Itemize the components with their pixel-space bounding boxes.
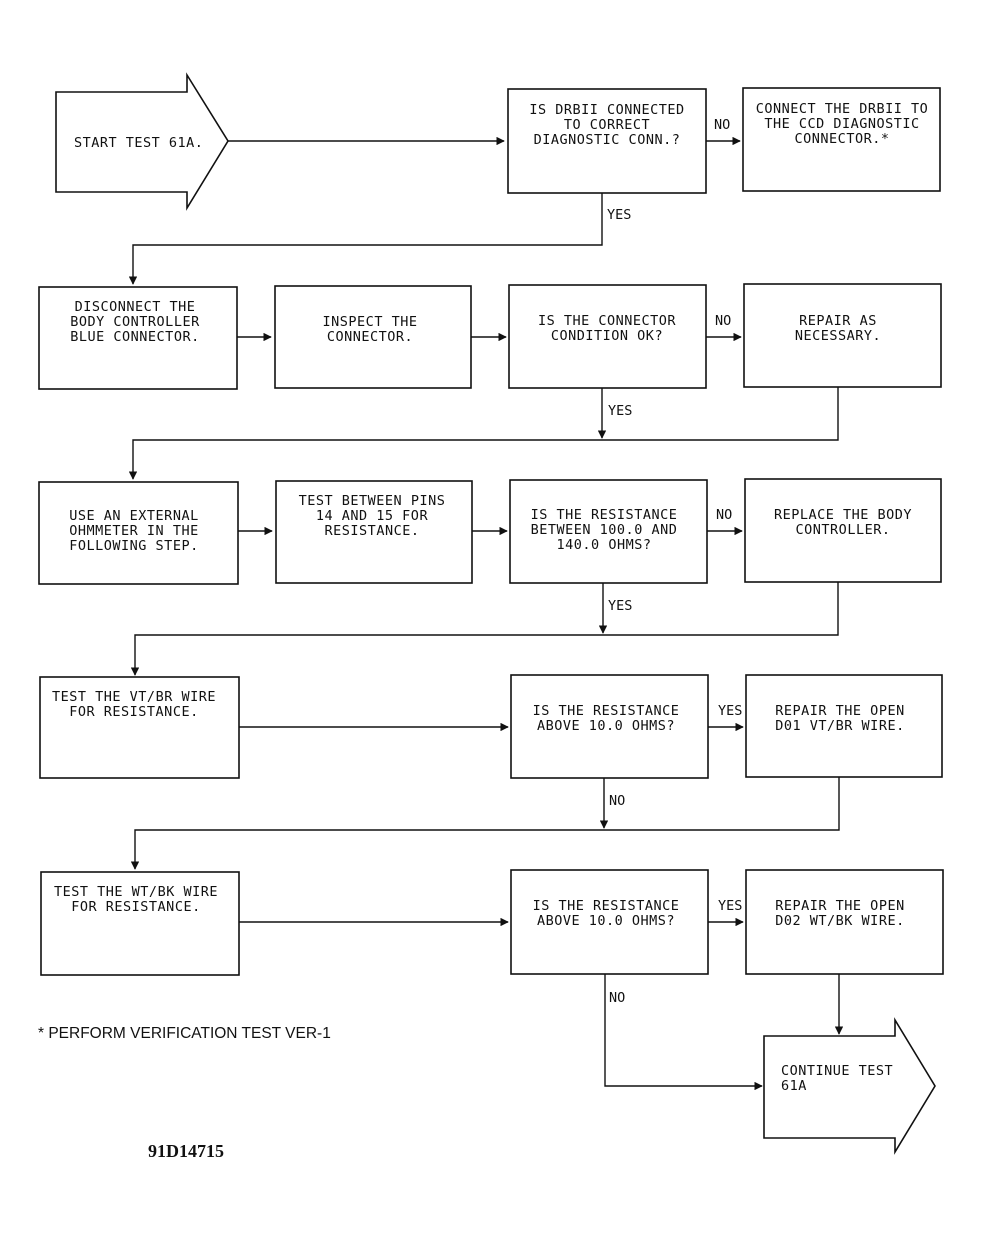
label-line: TEST THE VT/BR WIRE (52, 689, 216, 705)
footnote: * PERFORM VERIFICATION TEST VER-1 (38, 1025, 331, 1042)
label-line: BETWEEN 100.0 AND (531, 522, 678, 538)
box-disconnect (38, 286, 238, 390)
box-replace (744, 478, 942, 583)
label-yes-1: YES (607, 207, 631, 223)
label-line: OHMMETER IN THE (69, 523, 198, 539)
label-line: REPAIR THE OPEN (775, 703, 904, 719)
label-line: CONNECTOR. (327, 329, 413, 345)
label-line: D02 WT/BK WIRE. (775, 913, 904, 929)
label-line: DIAGNOSTIC CONN.? (534, 132, 681, 148)
box-q-drb (507, 88, 707, 194)
box-repair-d01 (745, 674, 943, 778)
box-q-cond (508, 284, 707, 389)
label-line: REPAIR THE OPEN (775, 898, 904, 914)
connectors (128, 136, 844, 1091)
label-line: FOR RESISTANCE. (69, 704, 198, 720)
label-line: REPAIR AS (799, 313, 877, 329)
figure-code: 91D14715 (148, 1141, 224, 1161)
label-yes-3: YES (608, 598, 632, 614)
label-line: IS THE RESISTANCE (531, 507, 678, 523)
box-connect-drb (742, 87, 941, 192)
label-line: TEST BETWEEN PINS (299, 493, 446, 509)
label-no-1: NO (714, 117, 730, 133)
label-line: ABOVE 10.0 OHMS? (537, 718, 675, 734)
label-line: CONNECT THE DRBII TO (756, 101, 929, 117)
box-q-res1 (509, 479, 708, 584)
edge-replace-return (130, 582, 839, 676)
label-line: TO CORRECT (564, 117, 650, 133)
label-yes-5: YES (718, 898, 742, 914)
label-line: 61A (781, 1078, 807, 1094)
label-line: CONNECTOR.* (795, 131, 890, 147)
label-line: IS THE RESISTANCE (533, 898, 680, 914)
label-no-4: NO (609, 793, 625, 809)
label-line: IS DRBII CONNECTED (529, 102, 684, 118)
label-no-2: NO (715, 313, 731, 329)
label-line: BODY CONTROLLER (70, 314, 200, 330)
edge-q-drb-yes (128, 193, 603, 285)
label-no-5: NO (609, 990, 625, 1006)
label-line: IS THE RESISTANCE (533, 703, 680, 719)
box-test-wt (40, 871, 240, 976)
box-q-res2 (510, 674, 709, 779)
box-q-res3 (510, 869, 709, 975)
box-repair (743, 283, 942, 388)
label-line: FOLLOWING STEP. (69, 538, 198, 554)
label-line: 14 AND 15 FOR (316, 508, 429, 524)
label-line: 140.0 OHMS? (557, 537, 652, 553)
label-line: TEST THE WT/BK WIRE (54, 884, 218, 900)
label-line: IS THE CONNECTOR (538, 313, 676, 329)
box-repair-d02 (745, 869, 944, 975)
label-line: START TEST 61A. (74, 135, 203, 151)
label-yes-2: YES (608, 403, 632, 419)
label-line: BLUE CONNECTOR. (70, 329, 199, 345)
label-line: CONDITION OK? (551, 328, 663, 344)
label-line: ABOVE 10.0 OHMS? (537, 913, 675, 929)
label-line: DISCONNECT THE (75, 299, 196, 315)
label-line: NECESSARY. (795, 328, 881, 344)
edge-repair-return (128, 387, 839, 480)
label-line: FOR RESISTANCE. (71, 899, 200, 915)
label-line: INSPECT THE (323, 314, 418, 330)
label-line: THE CCD DIAGNOSTIC (764, 116, 919, 132)
label-line: D01 VT/BR WIRE. (775, 718, 904, 734)
box-test-vt (39, 676, 240, 779)
continue-arrow (763, 1017, 936, 1155)
label-line: REPLACE THE BODY (774, 507, 912, 523)
box-inspect (274, 285, 472, 389)
start-label: START TEST 61A. (74, 135, 203, 151)
label-line: CONTINUE TEST (781, 1063, 893, 1079)
label-line: RESISTANCE. (325, 523, 420, 539)
label-line: USE AN EXTERNAL (69, 508, 198, 524)
box-test-pins (275, 480, 473, 584)
label-yes-4: YES (718, 703, 742, 719)
label-no-3: NO (716, 507, 732, 523)
edge-q-res3-no (604, 974, 763, 1091)
start-arrow (55, 72, 229, 211)
box-ohmmeter (38, 481, 239, 585)
label-line: CONTROLLER. (796, 522, 891, 538)
edge-repair-d01-return (130, 777, 840, 870)
